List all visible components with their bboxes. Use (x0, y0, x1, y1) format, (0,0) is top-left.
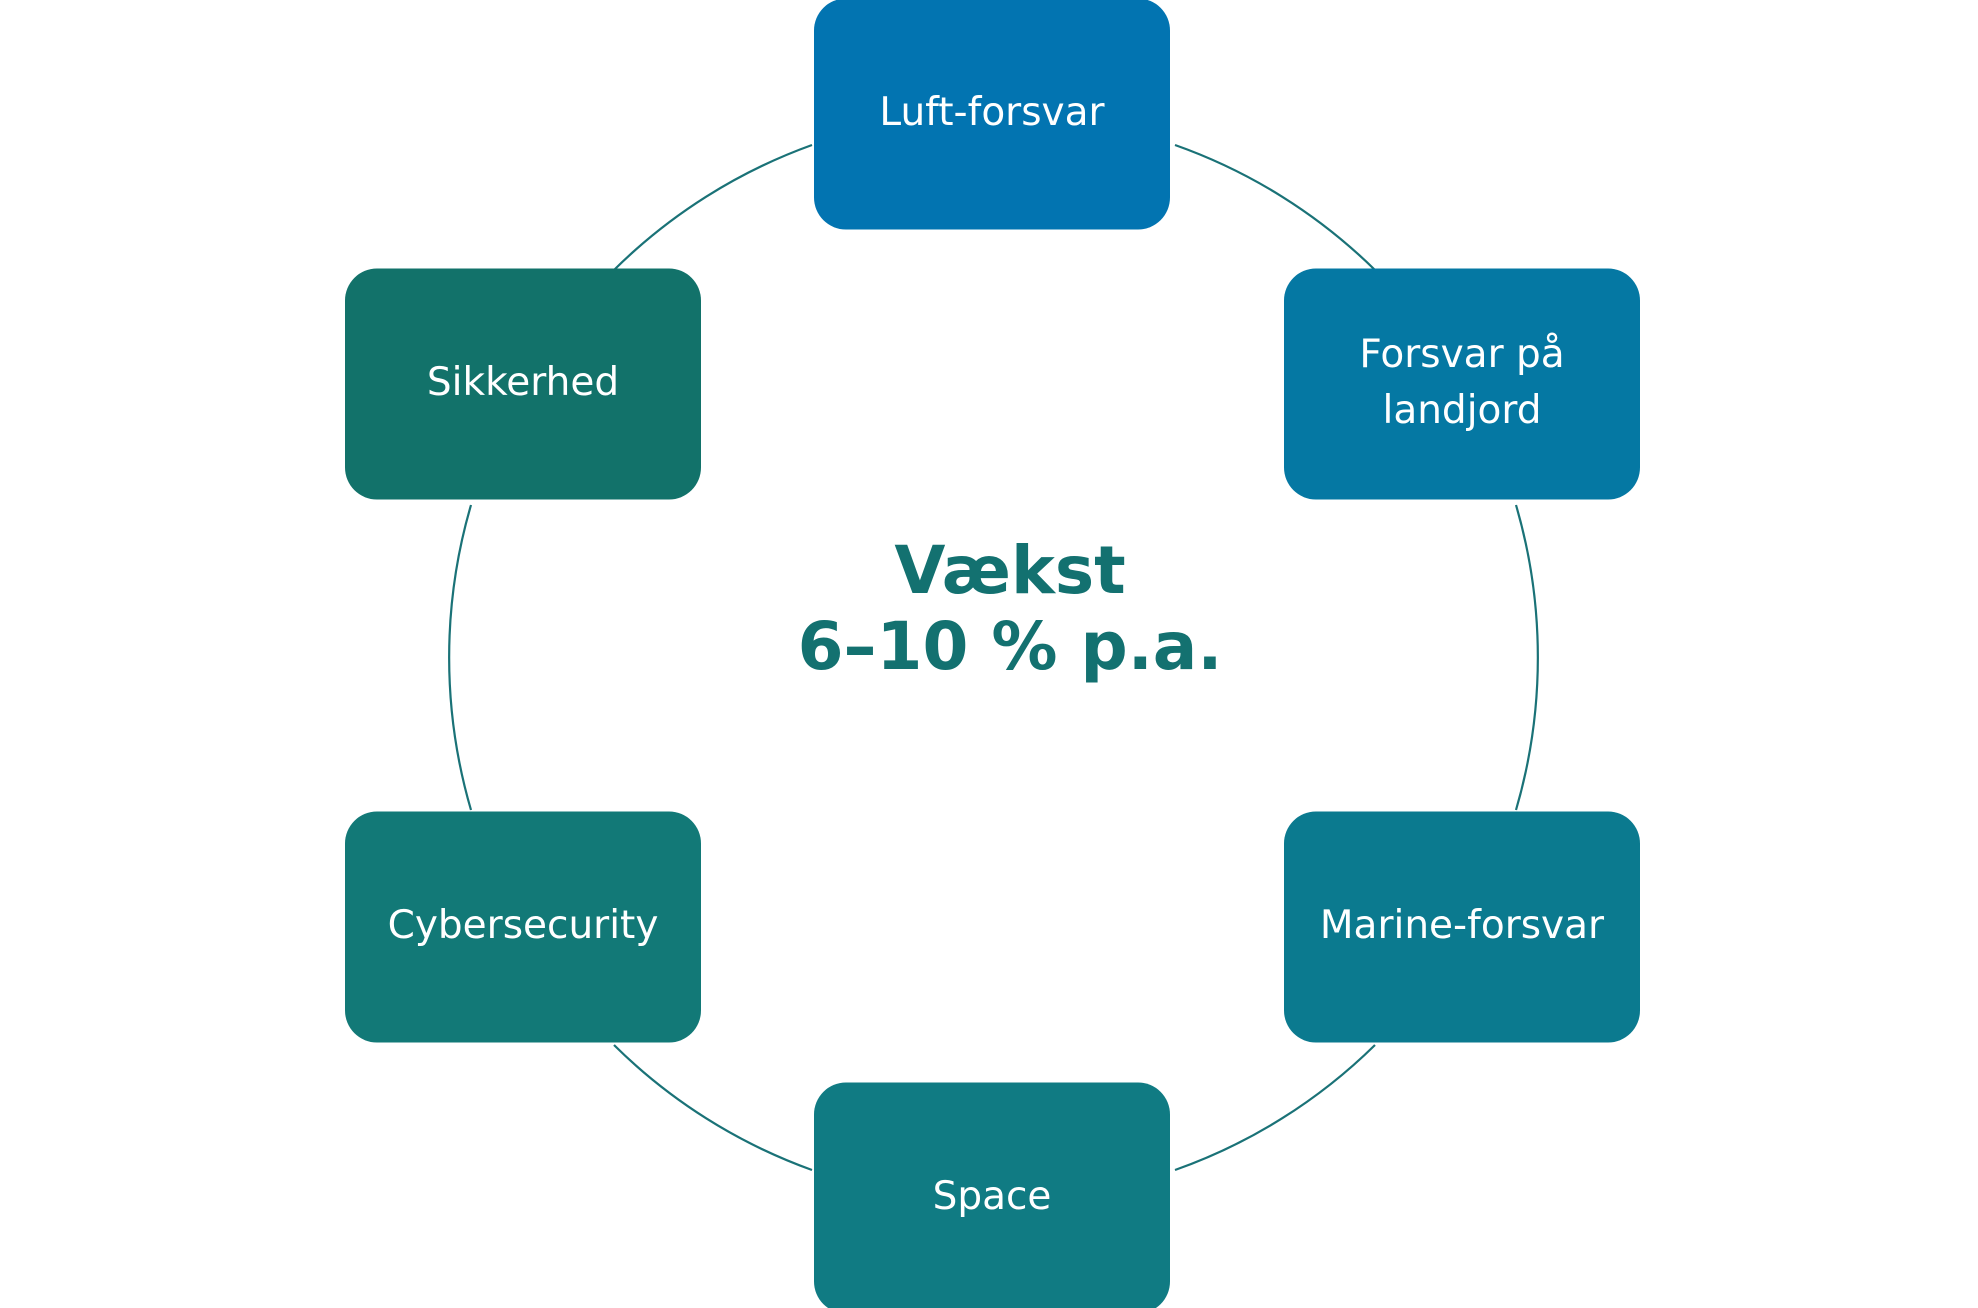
node-label-line: Marine-forsvar (1320, 903, 1605, 948)
node-label-line: Luft-forsvar (879, 90, 1105, 135)
ring-arcs (448, 143, 1539, 1172)
node-label-cybersecurity: Cybersecurity (388, 903, 659, 948)
node-box-forsvar-paa-landjord (1284, 268, 1640, 500)
node-luft-forsvar: Luft-forsvar (814, 0, 1170, 230)
node-label-line: Forsvar på (1359, 332, 1564, 377)
node-label-line: Sikkerhed (427, 360, 619, 405)
ring-arc-5 (448, 504, 473, 811)
node-box-marine-forsvar (1284, 811, 1640, 1043)
node-space: Space (814, 1082, 1170, 1308)
node-box-cybersecurity (345, 811, 701, 1043)
center-text-line: Vækst (894, 532, 1125, 609)
ring-arc-4 (613, 1044, 813, 1172)
node-cybersecurity: Cybersecurity (345, 811, 701, 1043)
center-text-line: 6–10 % p.a. (798, 608, 1223, 685)
node-label-line: landjord (1382, 388, 1541, 433)
node-label-line: Space (933, 1174, 1052, 1219)
node-label-line: Cybersecurity (388, 903, 659, 948)
node-sikkerhed: Sikkerhed (345, 268, 701, 500)
node-forsvar-paa-landjord: Forsvar på landjord (1284, 268, 1640, 500)
node-marine-forsvar: Marine-forsvar (1284, 811, 1640, 1043)
node-label-marine-forsvar: Marine-forsvar (1320, 903, 1605, 948)
ring-arc-1 (1174, 143, 1376, 271)
node-label-luft-forsvar: Luft-forsvar (879, 90, 1105, 135)
node-box-luft-forsvar (814, 0, 1170, 230)
ring-arc-2 (1514, 504, 1539, 811)
node-box-sikkerhed (345, 268, 701, 500)
ring-arc-6 (613, 143, 813, 271)
ring-arc-3 (1174, 1044, 1376, 1172)
node-label-space: Space (933, 1174, 1052, 1219)
node-label-sikkerhed: Sikkerhed (427, 360, 619, 405)
node-box-space (814, 1082, 1170, 1308)
node-label-forsvar-paa-landjord: Forsvar på landjord (1359, 332, 1564, 433)
